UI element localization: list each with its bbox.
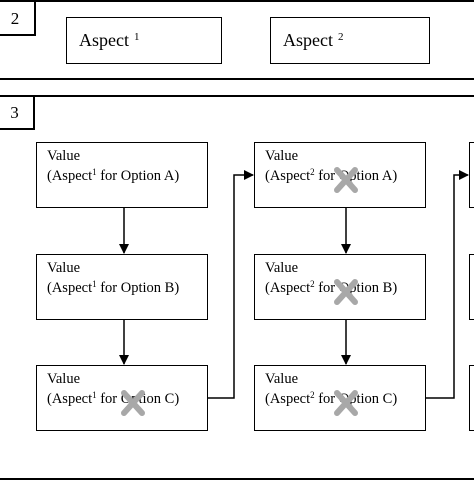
value-label: Value [265, 148, 299, 164]
aspect-2-label: Aspect [283, 30, 333, 50]
aspect-2-box: Aspect 2 [270, 17, 430, 64]
panel-2-number: 2 [0, 2, 36, 36]
value-box-column3-row1-partial [469, 142, 474, 208]
value-description: (Aspect1 for Option B) [47, 279, 180, 296]
panel-3-number: 3 [0, 97, 35, 130]
value-description: (Aspect1 for Option A) [47, 167, 180, 184]
value-label: Value [47, 148, 81, 164]
aspect-1-label: Aspect [79, 30, 129, 50]
value-box-aspect1-option-b: Value (Aspect1 for Option B) [36, 254, 208, 320]
value-box-aspect1-option-a: Value (Aspect1 for Option A) [36, 142, 208, 208]
aspect-2-superscript: 2 [337, 30, 344, 43]
panel-2: 2 [0, 0, 474, 80]
arrow-icon [208, 170, 254, 399]
value-box-aspect2-option-b: Value (Aspect2 for Option B) [254, 254, 426, 320]
value-label: Value [47, 260, 81, 276]
value-label: Value [265, 260, 299, 276]
aspect-1-superscript: 1 [133, 30, 140, 43]
aspect-1-box: Aspect 1 [66, 17, 222, 64]
value-label: Value [265, 371, 299, 387]
arrow-icon [426, 170, 469, 399]
value-label: Value [47, 371, 81, 387]
x-mark-icon [334, 390, 358, 416]
value-box-column3-row2-partial [469, 254, 474, 320]
value-box-column3-row3-partial [469, 365, 474, 431]
x-mark-icon [334, 167, 358, 193]
x-mark-icon [334, 279, 358, 305]
x-mark-icon [121, 390, 145, 416]
